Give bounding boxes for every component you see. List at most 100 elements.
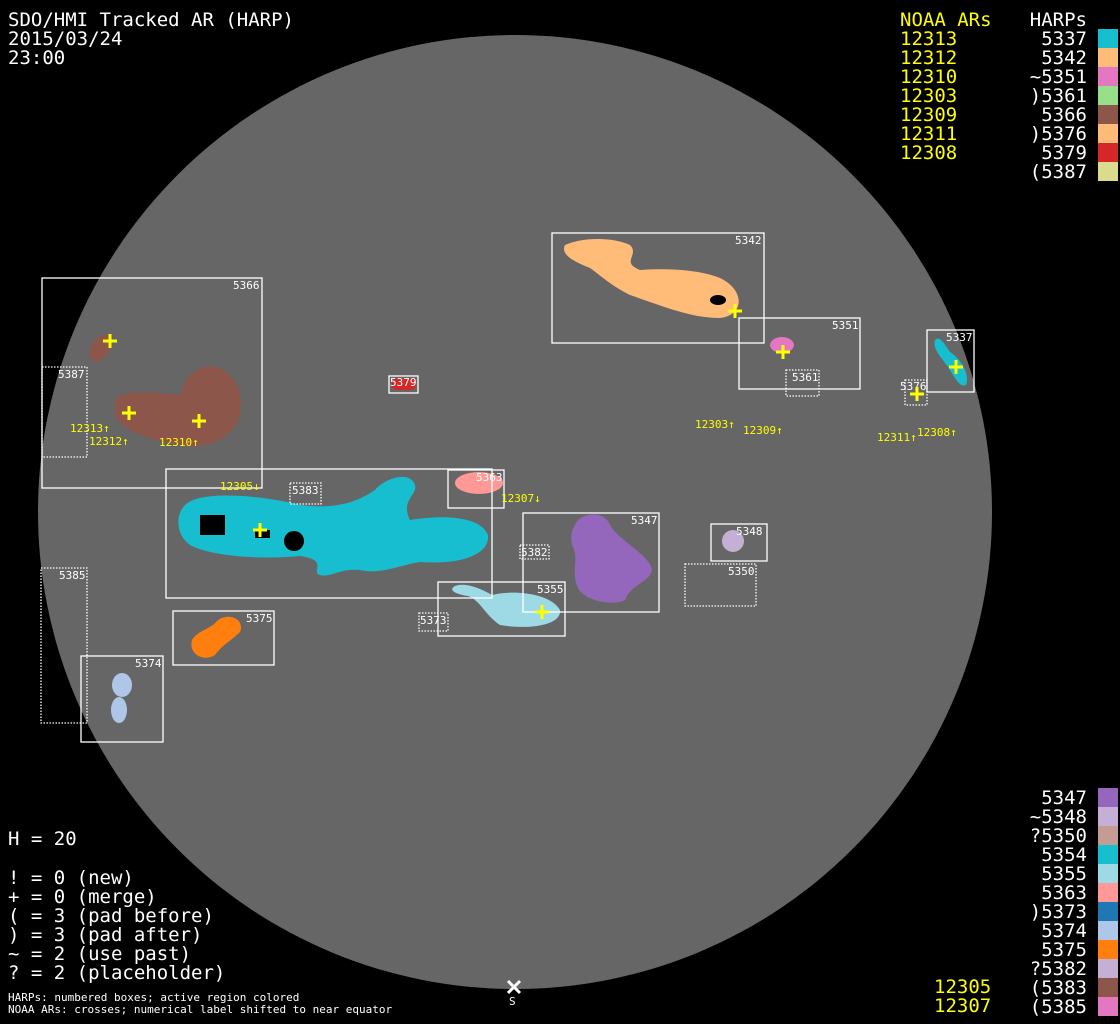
noaa-cross-icon <box>103 304 963 619</box>
noaa-label: 12313↑ <box>70 422 110 435</box>
noaa-crosses <box>103 304 963 619</box>
page-title: SDO/HMI Tracked AR (HARP) <box>8 9 294 31</box>
harp-box-5350[interactable] <box>684 563 757 607</box>
harp-box-5354[interactable] <box>165 468 493 599</box>
harp-label: 5376 <box>900 380 927 393</box>
harp-color-swatch <box>1098 902 1118 921</box>
harp-entry: )5376 <box>1030 123 1087 145</box>
harp-box-5374[interactable] <box>80 655 164 743</box>
harp-label: 5387 <box>58 368 85 381</box>
harp-box-5387[interactable] <box>41 366 88 458</box>
harp-box-5375[interactable] <box>172 610 275 666</box>
harp-box-5351[interactable] <box>738 317 861 390</box>
noaa-ar-entry: 12303 <box>900 85 957 107</box>
harp-color-swatch <box>1098 124 1118 143</box>
stat-line: ? = 2 (placeholder) <box>8 962 225 984</box>
harp-entry: 5375 <box>1041 939 1087 961</box>
south-label: S <box>509 995 516 1008</box>
harp-entry: ?5382 <box>1030 958 1087 980</box>
stats-panel: H = 20 ! = 0 (new) + = 0 (merge) ( = 3 (… <box>8 828 225 984</box>
harp-color-swatch <box>1098 162 1118 181</box>
harp-label: 5385 <box>59 569 86 582</box>
stat-line: ~ = 2 (use past) <box>8 943 191 965</box>
harps-header: HARPs <box>1030 9 1087 31</box>
noaa-label: 12303↑ <box>695 418 735 431</box>
harp-color-swatch <box>1098 86 1118 105</box>
harp-label: 5342 <box>735 234 762 247</box>
harp-box-5337[interactable] <box>926 329 975 393</box>
noaa-label: 12305↓ <box>220 480 260 493</box>
harp-label: 5363 <box>476 471 503 484</box>
harp-box-5363[interactable] <box>447 469 505 509</box>
harp-box-5347[interactable] <box>522 512 660 613</box>
harp-box-5366[interactable] <box>41 277 263 489</box>
harp-label: 5382 <box>521 546 548 559</box>
footer-line: NOAA ARs: crosses; numerical label shift… <box>8 1003 392 1016</box>
harp-label: 5348 <box>736 525 763 538</box>
harp-box-5355[interactable] <box>437 581 566 637</box>
harp-label: 5355 <box>537 583 564 596</box>
harp-box-5385[interactable] <box>40 567 88 724</box>
region-5366-b <box>115 366 241 447</box>
region-5374-a <box>112 673 132 697</box>
harp-box-5373[interactable] <box>418 612 449 632</box>
noaa-ar-entry: 12309 <box>900 104 957 126</box>
legend-top: NOAA ARs HARPs 1231312312123101230312309… <box>900 9 1118 183</box>
harp-color-swatch <box>1098 959 1118 978</box>
harp-boxes: 5366 5387 5379 5342 5351 5361 5337 5376 … <box>40 232 975 743</box>
noaa-ar-entry: 12307 <box>934 995 991 1017</box>
harp-color-swatch <box>1098 883 1118 902</box>
harp-box-5376[interactable] <box>904 379 928 406</box>
stat-line: ) = 3 (pad after) <box>8 924 202 946</box>
harp-label: 5351 <box>832 319 859 332</box>
harp-entry: 5363 <box>1041 882 1087 904</box>
noaa-label: 12311↑ <box>877 431 917 444</box>
noaa-header: NOAA ARs <box>900 9 992 31</box>
solar-disk <box>38 35 992 989</box>
harp-color-swatch <box>1098 864 1118 883</box>
harp-box-5382[interactable] <box>519 544 550 560</box>
harp-label: 5366 <box>233 279 260 292</box>
harp-label: 5337 <box>946 331 973 344</box>
harp-label: 5374 <box>135 657 162 670</box>
harp-label: 5373 <box>420 614 447 627</box>
noaa-label: 12312↑ <box>89 435 129 448</box>
region-5355 <box>452 584 561 627</box>
footer-line: HARPs: numbered boxes; active region col… <box>8 991 299 1004</box>
region-5375 <box>191 616 241 658</box>
harp-entry: 5354 <box>1041 844 1087 866</box>
harp-box-5379[interactable] <box>388 375 419 394</box>
harp-label: 5350 <box>728 565 755 578</box>
harp-entry: 5347 <box>1041 787 1087 809</box>
harp-entry: 5374 <box>1041 920 1087 942</box>
noaa-label: 12307↓ <box>501 492 541 505</box>
harp-color-swatch <box>1098 143 1118 162</box>
region-5374-b <box>111 697 127 723</box>
harp-entry: 5337 <box>1041 28 1087 50</box>
region-5348 <box>722 530 744 552</box>
harp-entry: )5361 <box>1030 85 1087 107</box>
harp-entry: )5373 <box>1030 901 1087 923</box>
harp-color-swatch <box>1098 845 1118 864</box>
harp-entry: (5387 <box>1030 161 1087 183</box>
noaa-ar-entry: 12305 <box>934 976 991 998</box>
region-5363 <box>455 472 503 494</box>
noaa-label: 12310↑ <box>159 436 199 449</box>
harp-color-swatch <box>1098 940 1118 959</box>
harp-entry: ~5351 <box>1030 66 1087 88</box>
harp-entry: 5355 <box>1041 863 1087 885</box>
noaa-label: 12308↑ <box>917 426 957 439</box>
stat-line: ( = 3 (pad before) <box>8 905 214 927</box>
region-5342-core <box>710 295 726 305</box>
harp-box-5342[interactable] <box>551 232 765 344</box>
h-count: H = 20 <box>8 828 77 850</box>
region-5342 <box>564 238 739 318</box>
stat-line: ! = 0 (new) <box>8 867 134 889</box>
harp-box-5383[interactable] <box>289 482 322 505</box>
harp-box-5361[interactable] <box>785 369 820 397</box>
noaa-ar-entry: 12311 <box>900 123 957 145</box>
harp-color-swatch <box>1098 788 1118 807</box>
harp-color-swatch <box>1098 105 1118 124</box>
harp-box-5348[interactable] <box>710 523 768 562</box>
